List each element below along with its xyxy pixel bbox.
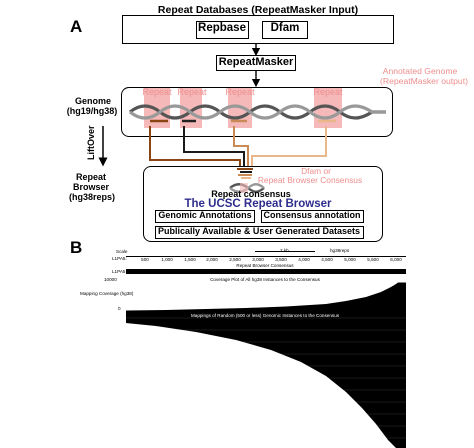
repbase-box xyxy=(196,21,249,39)
repeat-browser-consensus-label: Repeat Browser Consensus xyxy=(257,175,363,185)
consensus-bar xyxy=(126,269,406,274)
mapping-coverage-label: Mapping Coverage (hg38) xyxy=(80,291,134,296)
connector-line-2 xyxy=(183,126,245,167)
l1pa5-row-label: L1PA5 xyxy=(112,269,126,274)
repeat-databases-title: Repeat Databases (RepeatMasker Input) xyxy=(157,4,359,16)
consensus-track-title: Repeat Browser Consensus xyxy=(236,263,294,268)
repeat-label-1: Repeat xyxy=(142,87,172,97)
repeat-browser-label-3: (hg38reps) xyxy=(68,192,116,202)
public-datasets-label: Publically Available & User Generated Da… xyxy=(158,226,360,236)
ruler-tick-5000: 5,000 xyxy=(344,257,356,262)
genome-box xyxy=(121,87,393,137)
ruler-tick-3000: 3,000 xyxy=(252,257,264,262)
repeat-label-3: Repeat xyxy=(225,87,255,97)
genome-label: Genome xyxy=(74,96,112,106)
coverage-top-value: 10000 xyxy=(104,277,117,282)
repeatmasker-label: RepeatMasker xyxy=(218,56,294,68)
mappings-plot xyxy=(126,312,406,448)
coverage-plot-title: Coverage Plot of All hg38 Instances to t… xyxy=(210,277,320,282)
ruler-tick-2500: 2,500 xyxy=(229,257,241,262)
connector-line-1 xyxy=(149,126,241,167)
ruler-tick-2000: 2,000 xyxy=(206,257,218,262)
ruler-tick-6000: 6,000 xyxy=(390,257,402,262)
connector-line-4 xyxy=(251,126,327,167)
liftover-label: LiftOver xyxy=(86,125,96,160)
repeat-browser-box xyxy=(143,166,383,242)
repeat-label-2: Repeat xyxy=(177,87,207,97)
genome-assembly-label: (hg19/hg38) xyxy=(66,106,118,116)
repeat-consensus-label: Repeat consensus xyxy=(211,189,291,199)
ruler-tick-5500: 5,500 xyxy=(367,257,379,262)
ruler-tick-1500: 1,500 xyxy=(184,257,196,262)
scale-label: Scale xyxy=(116,249,128,254)
ruler-tick-3500: 3,500 xyxy=(275,257,287,262)
genomic-annotations-box xyxy=(155,210,255,223)
mappings-track-title: Mappings of Random (500 or less) Genomic… xyxy=(190,313,340,318)
genomic-annotations-label: Genomic Annotations xyxy=(158,210,252,220)
dfam-label: Dfam xyxy=(270,22,300,34)
scale-bar xyxy=(255,251,315,252)
repeat-highlight-2 xyxy=(180,88,202,128)
chromosome-strands xyxy=(129,104,386,120)
ruler-tick-500: 500 xyxy=(141,257,149,262)
coverage-zero-value: 0 xyxy=(118,306,121,311)
repeat-label-4: Repeat xyxy=(313,87,343,97)
scale-text: 2 kb xyxy=(280,248,289,253)
repeat-browser-label-1: Repeat xyxy=(75,172,107,182)
panel-a-letter: A xyxy=(70,17,83,36)
ucsc-browser-title: The UCSC Repeat Browser xyxy=(184,198,332,210)
dfam-or-label: Dfam or xyxy=(301,166,331,176)
panel-b-letter: B xyxy=(70,238,83,257)
assembly-label: hg38reps xyxy=(330,248,350,253)
workflow-diagram xyxy=(98,44,386,193)
ruler-line xyxy=(126,256,406,257)
repbase-label: Repbase xyxy=(198,22,246,34)
ruler-tick-4000: 4,000 xyxy=(298,257,310,262)
ruler-tick-1000: 1,000 xyxy=(161,257,173,262)
ruler-tick-4500: 4,500 xyxy=(321,257,333,262)
consensus-annotation-box xyxy=(261,210,364,223)
public-datasets-box xyxy=(155,226,364,239)
consensus-annotation-label: Consensus annotation xyxy=(263,210,361,220)
annotated-genome-label: Annotated Genome xyxy=(382,66,458,76)
repeat-databases-box xyxy=(122,15,394,44)
l1pa-coordinate-label: L1PA5: xyxy=(112,256,127,261)
dfam-box xyxy=(262,21,308,39)
coverage-plot xyxy=(126,282,406,312)
repeat-browser-label-2: Browser xyxy=(72,182,110,192)
annotated-genome-sub: (RepeatMasker output) xyxy=(380,76,468,86)
connector-line-3 xyxy=(233,126,249,167)
